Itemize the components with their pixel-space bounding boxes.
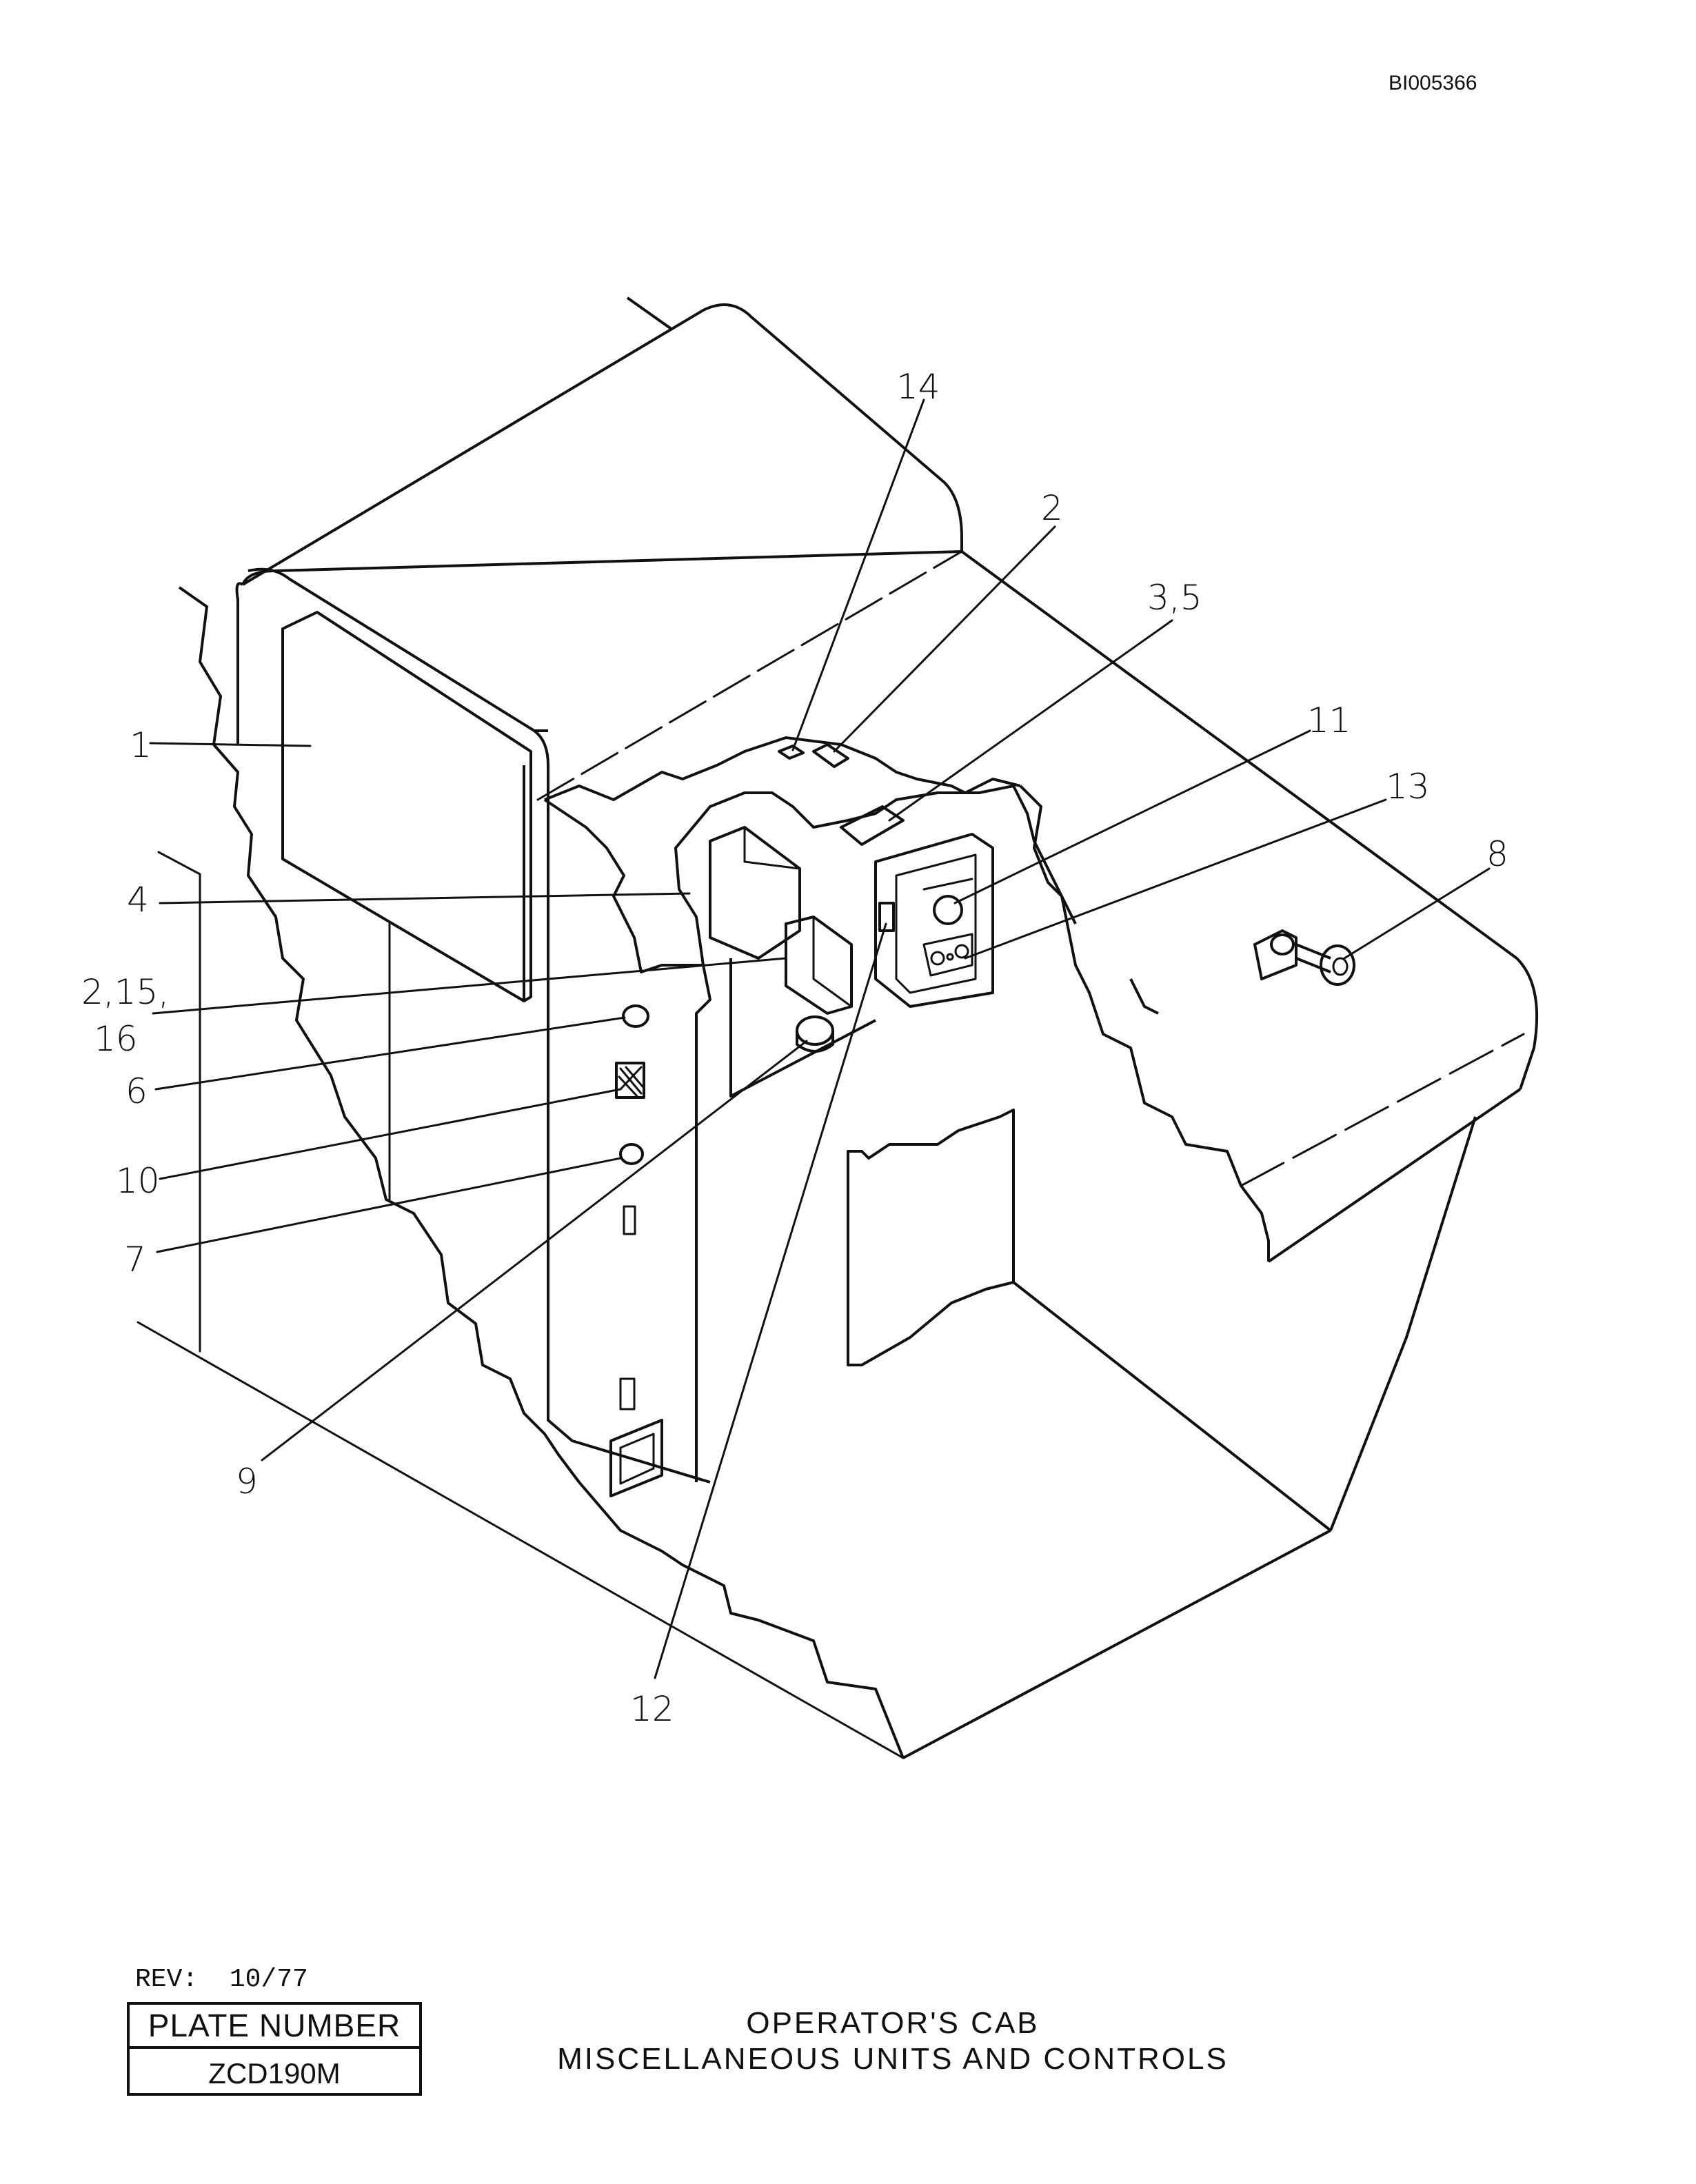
leader-lines bbox=[149, 398, 1491, 1679]
callout-8: 8 bbox=[1486, 834, 1508, 874]
callout-4: 4 bbox=[127, 880, 149, 920]
window-panel bbox=[281, 611, 532, 1002]
knob-9 bbox=[796, 1015, 834, 1053]
cab-front-frame bbox=[235, 567, 549, 807]
interior-cutout bbox=[543, 785, 1077, 973]
callout-7: 7 bbox=[124, 1240, 146, 1280]
wall-controls bbox=[609, 1004, 663, 1497]
floor-edge-left bbox=[137, 1321, 905, 1759]
plate-number-value: ZCD190M bbox=[208, 2057, 341, 2090]
callout-2: 2 bbox=[1041, 488, 1063, 528]
horn-8 bbox=[1253, 929, 1355, 986]
switch-12 bbox=[878, 902, 895, 932]
revision-line: REV: 10/77 bbox=[135, 1965, 308, 1994]
operator-cab-drawing: 14 2 3,5 11 13 8 1 4 2,15, 16 6 10 7 9 1… bbox=[81, 296, 1539, 1759]
roof-tear bbox=[544, 736, 1021, 801]
callout-11: 11 bbox=[1307, 700, 1351, 740]
plate-number-header: PLATE NUMBER bbox=[130, 2005, 419, 2049]
callout-3-5: 3,5 bbox=[1147, 578, 1202, 618]
callout-16: 16 bbox=[94, 1019, 138, 1059]
callout-labels: 14 2 3,5 11 13 8 1 4 2,15, 16 6 10 7 9 1… bbox=[81, 367, 1508, 1729]
rev-value: 10/77 bbox=[229, 1965, 308, 1994]
document-id: BI005366 bbox=[1389, 72, 1477, 94]
drawing-title-line1: OPERATOR'S CAB bbox=[746, 2006, 1040, 2040]
callout-13: 13 bbox=[1386, 767, 1430, 807]
callout-12: 12 bbox=[630, 1689, 674, 1729]
callout-14: 14 bbox=[896, 367, 940, 407]
callout-10: 10 bbox=[116, 1161, 160, 1201]
unit-box-4 bbox=[709, 826, 801, 960]
side-wall bbox=[547, 807, 876, 1484]
cab-lower-right bbox=[847, 1088, 1522, 1759]
torn-edge-right bbox=[1019, 785, 1270, 1262]
cab-roof bbox=[241, 296, 1539, 1187]
unit-box-2-15-16 bbox=[785, 916, 853, 1015]
drawing-title-line2: MISCELLANEOUS UNITS AND CONTROLS bbox=[557, 2042, 1229, 2076]
small-parts-top bbox=[778, 743, 905, 846]
callout-6: 6 bbox=[125, 1071, 148, 1111]
callout-2-15: 2,15, bbox=[81, 972, 169, 1012]
rev-label: REV: bbox=[135, 1965, 199, 1994]
callout-9: 9 bbox=[236, 1462, 258, 1502]
plate-number-box: PLATE NUMBER ZCD190M bbox=[127, 2002, 422, 2096]
control-panel-11-13 bbox=[874, 833, 994, 1008]
torn-edge-left bbox=[178, 586, 905, 1759]
side-panel-left bbox=[157, 851, 201, 1353]
callout-1: 1 bbox=[130, 725, 152, 765]
